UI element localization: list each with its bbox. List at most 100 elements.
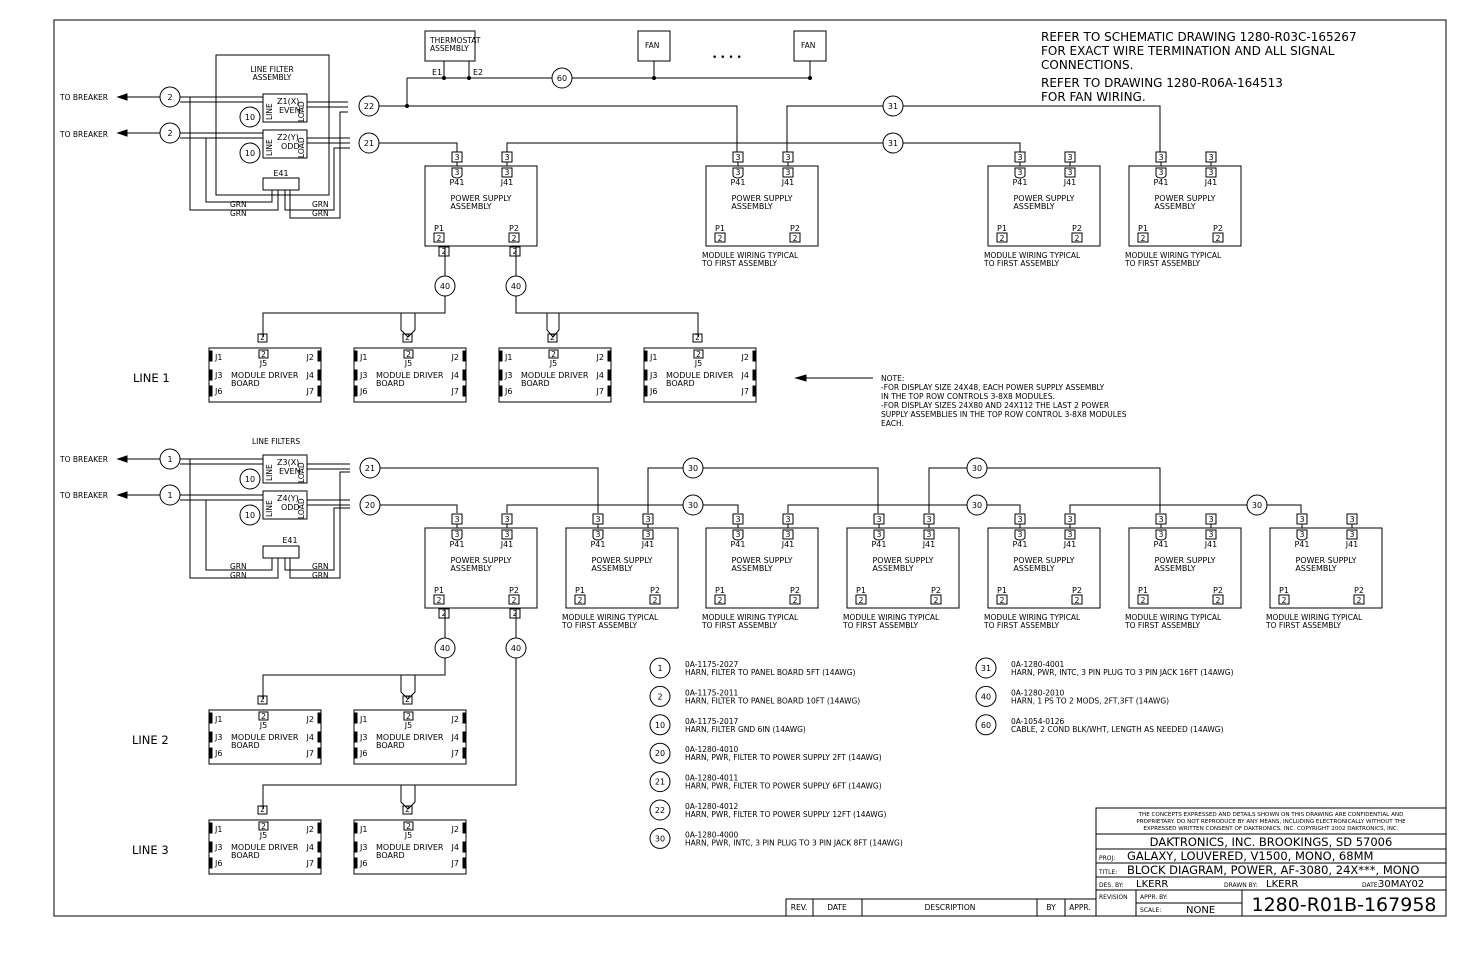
p2-pin-count: 2 <box>1075 596 1080 605</box>
module-wiring-typical-note: MODULE WIRING TYPICAL <box>1266 613 1363 622</box>
j1-label: J1 <box>214 825 222 834</box>
p2-label: P2 <box>1072 224 1082 233</box>
svg-text:NOTE:: NOTE: <box>881 374 904 383</box>
j1-label: J1 <box>214 353 222 362</box>
j7-label: J7 <box>306 387 314 396</box>
plug-pin-count: 3 <box>1017 515 1022 524</box>
j41-label: J41 <box>781 178 795 187</box>
j5-plug <box>402 333 413 343</box>
p2-pin-count: 2 <box>512 596 517 605</box>
plug-pin-count: 3 <box>1208 153 1213 162</box>
svg-text:E41: E41 <box>282 536 297 545</box>
svg-text:GRN: GRN <box>230 209 247 218</box>
svg-text:40: 40 <box>511 644 521 653</box>
j5-pin-count: 2 <box>696 350 701 359</box>
svg-text:DATE: DATE <box>827 903 847 912</box>
p1-label: P1 <box>1279 586 1289 595</box>
module-wiring-typical-note: TO FIRST ASSEMBLY <box>701 259 778 268</box>
j5-plug <box>402 805 413 815</box>
svg-text:LINE FILTER: LINE FILTER <box>250 65 293 74</box>
p41-label: P41 <box>730 540 745 549</box>
jack-pin-count: 3 <box>646 530 651 539</box>
psu-title: ASSEMBLY <box>872 564 913 573</box>
legend-part-number: 0A-1280-2010 <box>1011 688 1065 697</box>
jack-pin-count: 3 <box>927 530 932 539</box>
svg-text:FAN: FAN <box>801 41 815 50</box>
svg-text:APPR. BY:: APPR. BY: <box>1140 894 1168 901</box>
legend-description: HARN, FILTER TO PANEL BOARD 10FT (14AWG) <box>685 696 860 705</box>
jack-pin-count: 3 <box>1068 168 1073 177</box>
svg-text:TITLE:: TITLE: <box>1098 869 1117 876</box>
to-breaker-label: TO BREAKER <box>59 93 108 102</box>
j5-pin-count: 2 <box>261 712 266 721</box>
plug-pin-count: 3 <box>1299 515 1304 524</box>
plug-pin-count: 3 <box>1067 515 1072 524</box>
psu-title: ASSEMBLY <box>1013 564 1054 573</box>
module-wiring-typical-note: TO FIRST ASSEMBLY <box>701 621 778 630</box>
j7-label: J7 <box>451 749 459 758</box>
module-title: BOARD <box>231 851 260 860</box>
p2-pin-count: 2 <box>653 596 658 605</box>
svg-text:Z2(Y): Z2(Y) <box>277 133 299 142</box>
j5-label: J5 <box>404 721 412 730</box>
bottom-breaker-wiring: TO BREAKER TO BREAKER GRN GRN GRN GRN <box>59 455 350 580</box>
p1-pin-count: 2 <box>1000 234 1005 243</box>
svg-text:DES. BY:: DES. BY: <box>1099 882 1124 889</box>
top-row-feeder-wiring: 31 31 <box>379 95 1161 154</box>
display-size-note: NOTE: -FOR DISPLAY SIZE 24X48, EACH POWE… <box>794 374 1127 428</box>
j5-plug <box>257 333 268 343</box>
jack-pin-count: 3 <box>1068 530 1073 539</box>
j7-label: J7 <box>306 859 314 868</box>
p1-pin-count: 2 <box>1000 596 1005 605</box>
p1-label: P1 <box>997 586 1007 595</box>
svg-text:GRN: GRN <box>230 571 247 580</box>
svg-text:30: 30 <box>1252 501 1262 510</box>
legend-part-number: 0A-1280-4011 <box>685 774 739 783</box>
svg-text:GRN: GRN <box>312 571 329 580</box>
j3-label: J3 <box>649 371 657 380</box>
plug-pin-count: 3 <box>735 153 740 162</box>
legend-part-number: 0A-1280-4001 <box>1011 660 1065 669</box>
svg-text:EVEN: EVEN <box>279 467 301 476</box>
j4-label: J4 <box>596 371 604 380</box>
module-title: BOARD <box>231 741 260 750</box>
psu-title: POWER SUPPLY <box>731 194 792 203</box>
j6-label: J6 <box>214 749 222 758</box>
j5-plug-pin-count: 2 <box>695 333 700 342</box>
svg-text:1: 1 <box>167 491 172 500</box>
plug-pin-count: 3 <box>595 515 600 524</box>
psu-title: POWER SUPPLY <box>1154 194 1215 203</box>
legend-number: 21 <box>655 778 665 787</box>
p1-label: P1 <box>1138 224 1148 233</box>
p2-plug-pin-count: 2 <box>513 247 518 256</box>
jack-pin-count: 3 <box>736 168 741 177</box>
module-title: BOARD <box>376 379 405 388</box>
p1-label: P1 <box>575 586 585 595</box>
project-name: GALAXY, LOUVERED, V1500, MONO, 68MM <box>1127 849 1373 863</box>
legend-number: 31 <box>981 664 991 673</box>
j41-label: J41 <box>1204 540 1218 549</box>
j7-label: J7 <box>306 749 314 758</box>
svg-text:30: 30 <box>972 501 982 510</box>
svg-text:DRAWN BY:: DRAWN BY: <box>1224 882 1257 889</box>
svg-text:THERMOSTAT: THERMOSTAT <box>429 36 481 45</box>
top-breaker-wiring: TO BREAKER TO BREAKER GRN GRN GRN GRN <box>59 93 350 219</box>
svg-text:-FOR DISPLAY SIZES 24X80 AND 2: -FOR DISPLAY SIZES 24X80 AND 24X112 THE … <box>881 401 1109 410</box>
j41-label: J41 <box>1063 540 1077 549</box>
svg-text:EACH.: EACH. <box>881 419 904 428</box>
j2-label: J2 <box>306 825 314 834</box>
module-title: MODULE DRIVER <box>231 843 299 852</box>
psu-title: POWER SUPPLY <box>450 556 511 565</box>
j41-label: J41 <box>1204 178 1218 187</box>
p1-plug-pin-count: 2 <box>442 609 447 618</box>
module-wiring-typical-note: MODULE WIRING TYPICAL <box>843 613 940 622</box>
module-title: MODULE DRIVER <box>376 843 444 852</box>
top-note-line: FOR EXACT WIRE TERMINATION AND ALL SIGNA… <box>1041 44 1335 58</box>
legend-description: HARN, PWR, FILTER TO POWER SUPPLY 2FT (1… <box>685 753 882 762</box>
svg-text:GRN: GRN <box>312 200 329 209</box>
